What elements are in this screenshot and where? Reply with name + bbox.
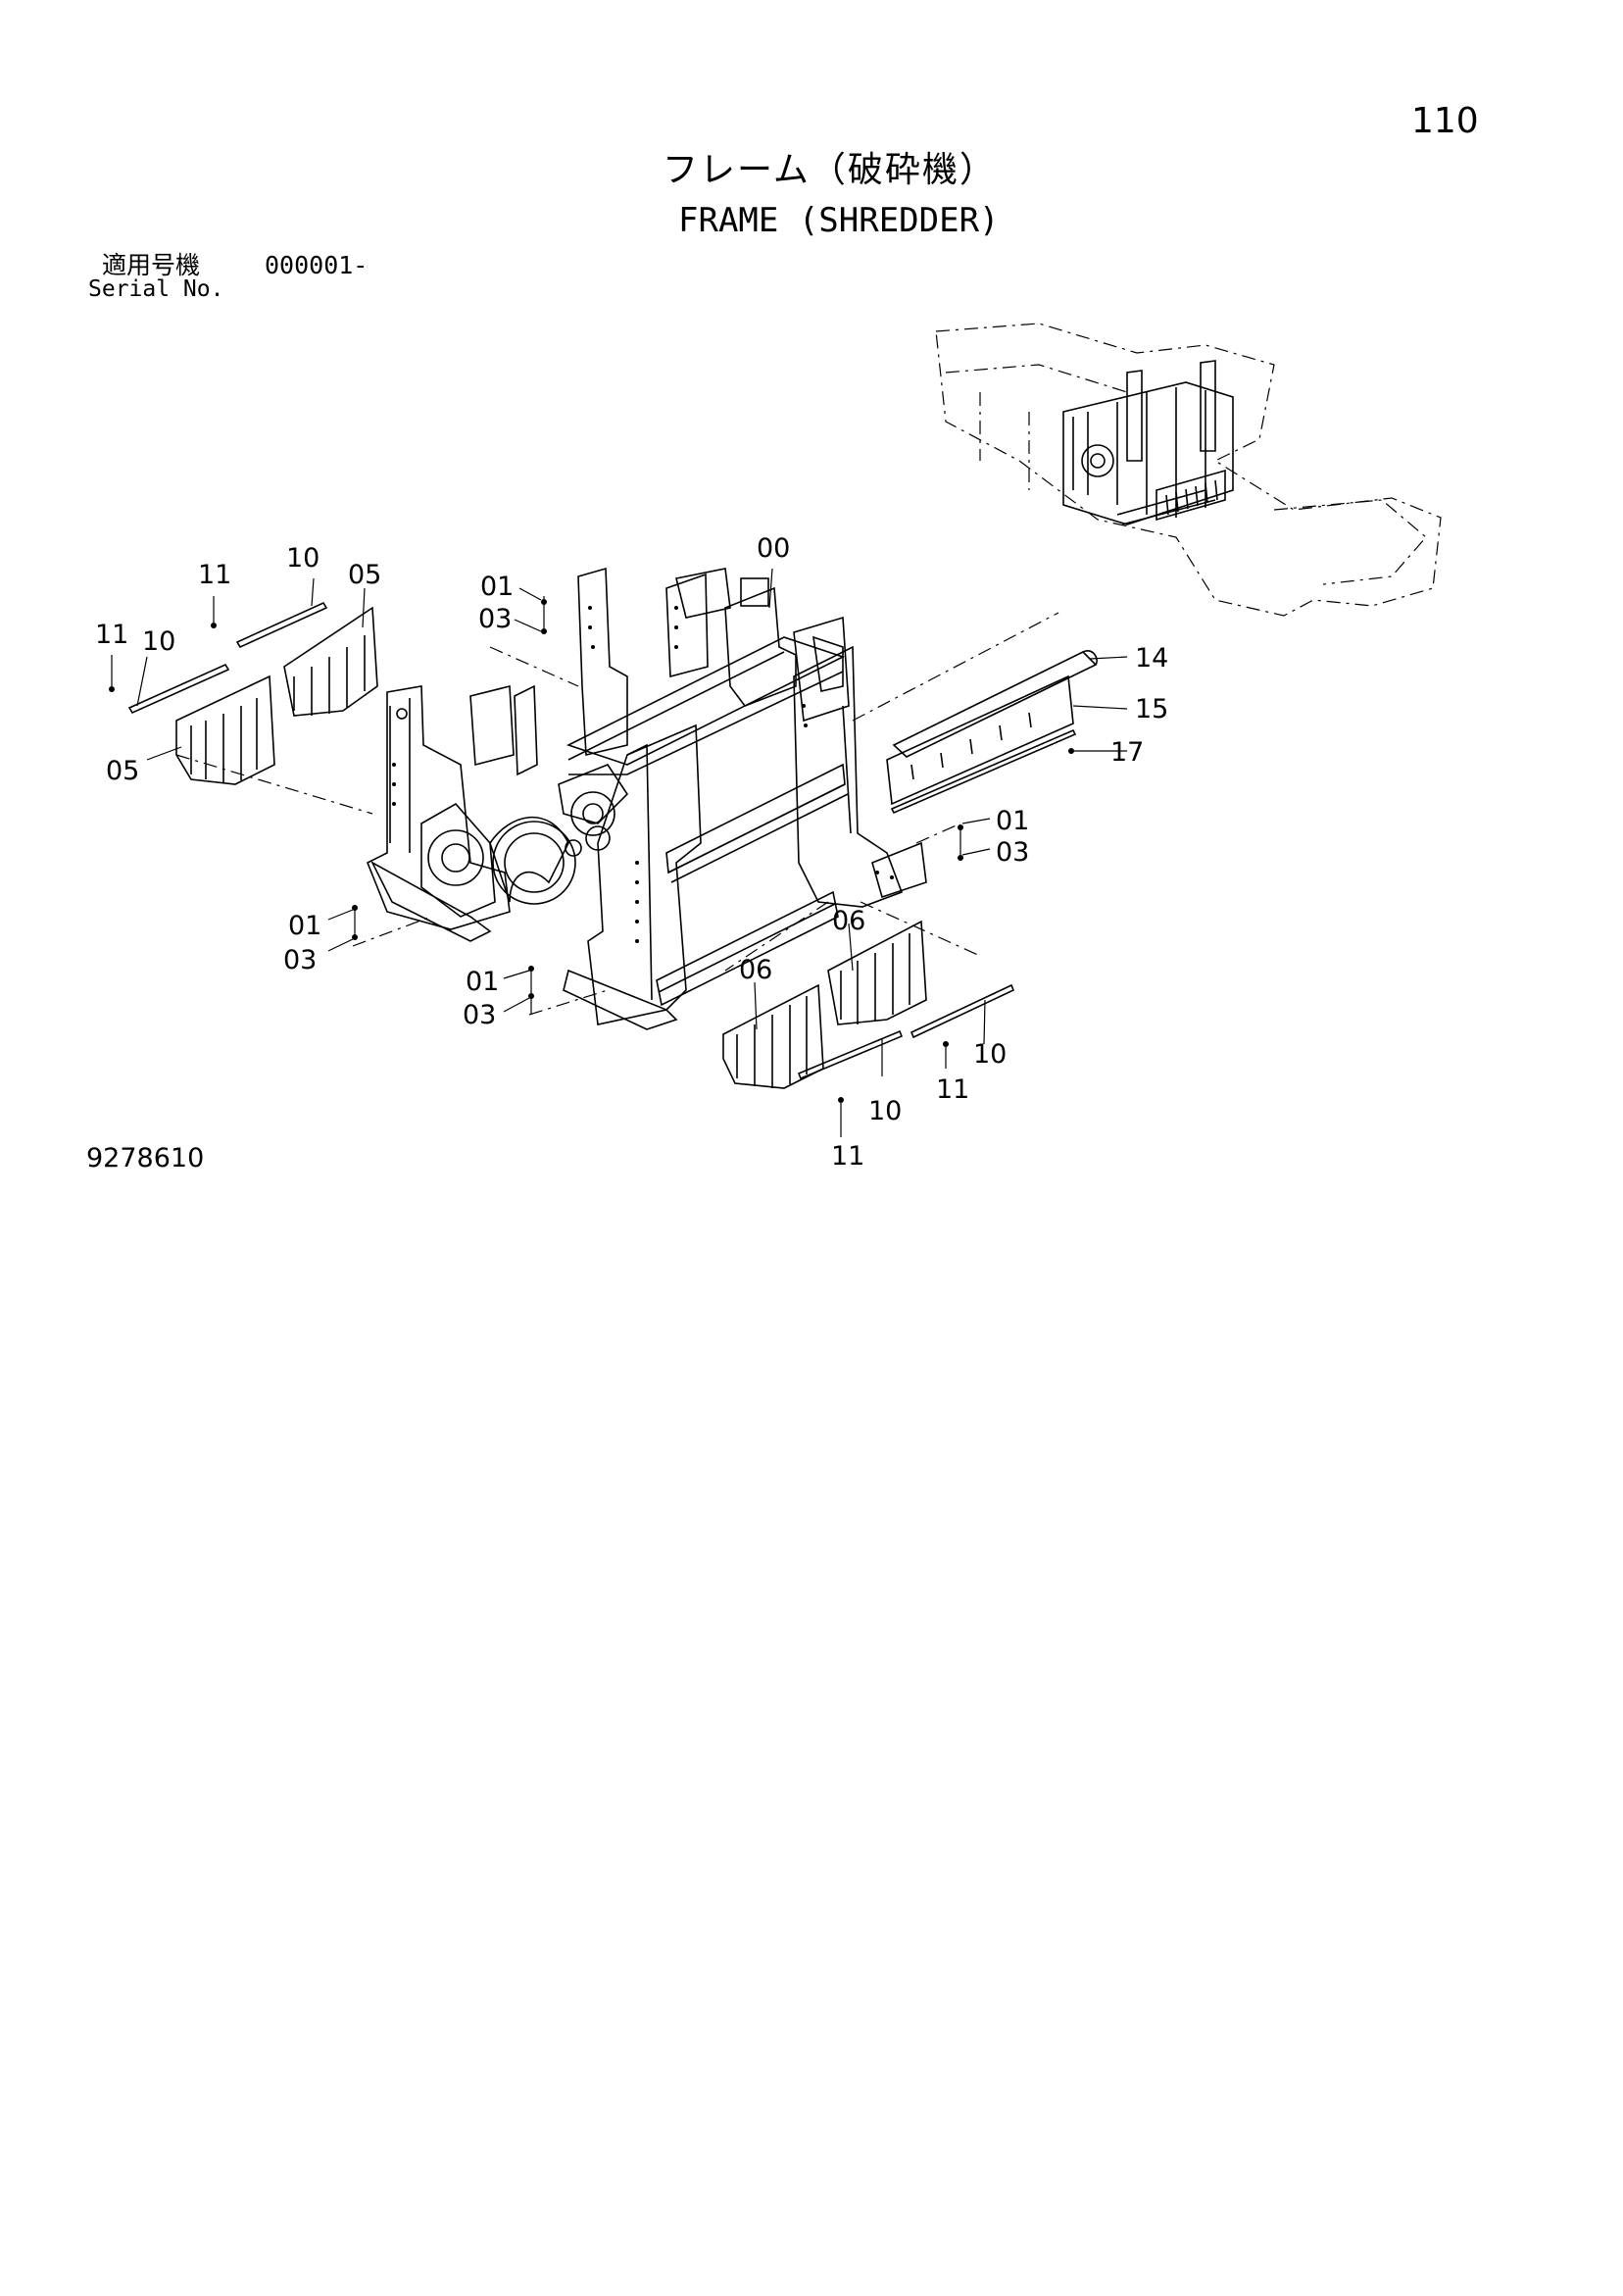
callout-06: 06	[832, 906, 865, 936]
strip-10-lower-b	[910, 983, 1015, 1039]
callout-10: 10	[868, 1096, 902, 1126]
side-cover-06-rear	[827, 920, 927, 1025]
strip-10-upper-b	[235, 601, 328, 649]
title-japanese: フレーム（破砕機）	[663, 150, 997, 190]
callout-10: 10	[286, 543, 320, 574]
callout-03: 03	[283, 945, 317, 975]
strip-10-upper-a	[127, 663, 230, 715]
callout-03: 03	[996, 837, 1029, 868]
serial-label-japanese: 適用号機	[102, 251, 201, 279]
leader-lines	[109, 568, 1128, 1137]
callout-10: 10	[142, 626, 175, 657]
callout-03: 03	[463, 1000, 496, 1030]
strip-10-lower-a	[797, 1029, 904, 1080]
part-14-tube	[892, 650, 1098, 758]
side-cover-05-rear	[283, 606, 378, 717]
inset-frame	[1062, 360, 1234, 525]
callout-01: 01	[288, 911, 321, 941]
callout-03: 03	[478, 604, 512, 634]
callout-10: 10	[973, 1039, 1007, 1070]
callout-labels: 11 10 11 10 05 05 01 03 00 14 15 17 01 0…	[95, 533, 1168, 1172]
callout-06: 06	[739, 955, 772, 985]
callout-01: 01	[480, 572, 514, 602]
machine-location-inset	[935, 323, 1442, 617]
side-cover-05-front	[175, 674, 275, 785]
serial-label-english: Serial No.	[88, 276, 224, 302]
drawing-number: 9278610	[86, 1143, 205, 1173]
callout-05: 05	[348, 560, 381, 590]
assembly-centerlines	[175, 612, 1059, 1016]
callout-11: 11	[95, 620, 128, 650]
callout-01: 01	[466, 967, 499, 997]
callout-15: 15	[1135, 694, 1168, 724]
part-15-plate	[886, 674, 1074, 806]
page-number: 110	[1411, 101, 1479, 141]
callout-00: 00	[757, 533, 790, 564]
callout-05: 05	[106, 756, 139, 786]
part-17-strip	[890, 728, 1077, 815]
serial-range: 000001-	[265, 251, 369, 279]
title-english: FRAME (SHREDDER)	[678, 201, 1000, 240]
callout-11: 11	[831, 1141, 864, 1172]
callout-01: 01	[996, 806, 1029, 836]
callout-11: 11	[936, 1074, 969, 1105]
side-cover-06-front	[722, 983, 824, 1089]
shredder-frame-body	[366, 567, 927, 1030]
callout-17: 17	[1110, 737, 1144, 768]
callout-14: 14	[1135, 643, 1168, 674]
callout-11: 11	[198, 560, 231, 590]
